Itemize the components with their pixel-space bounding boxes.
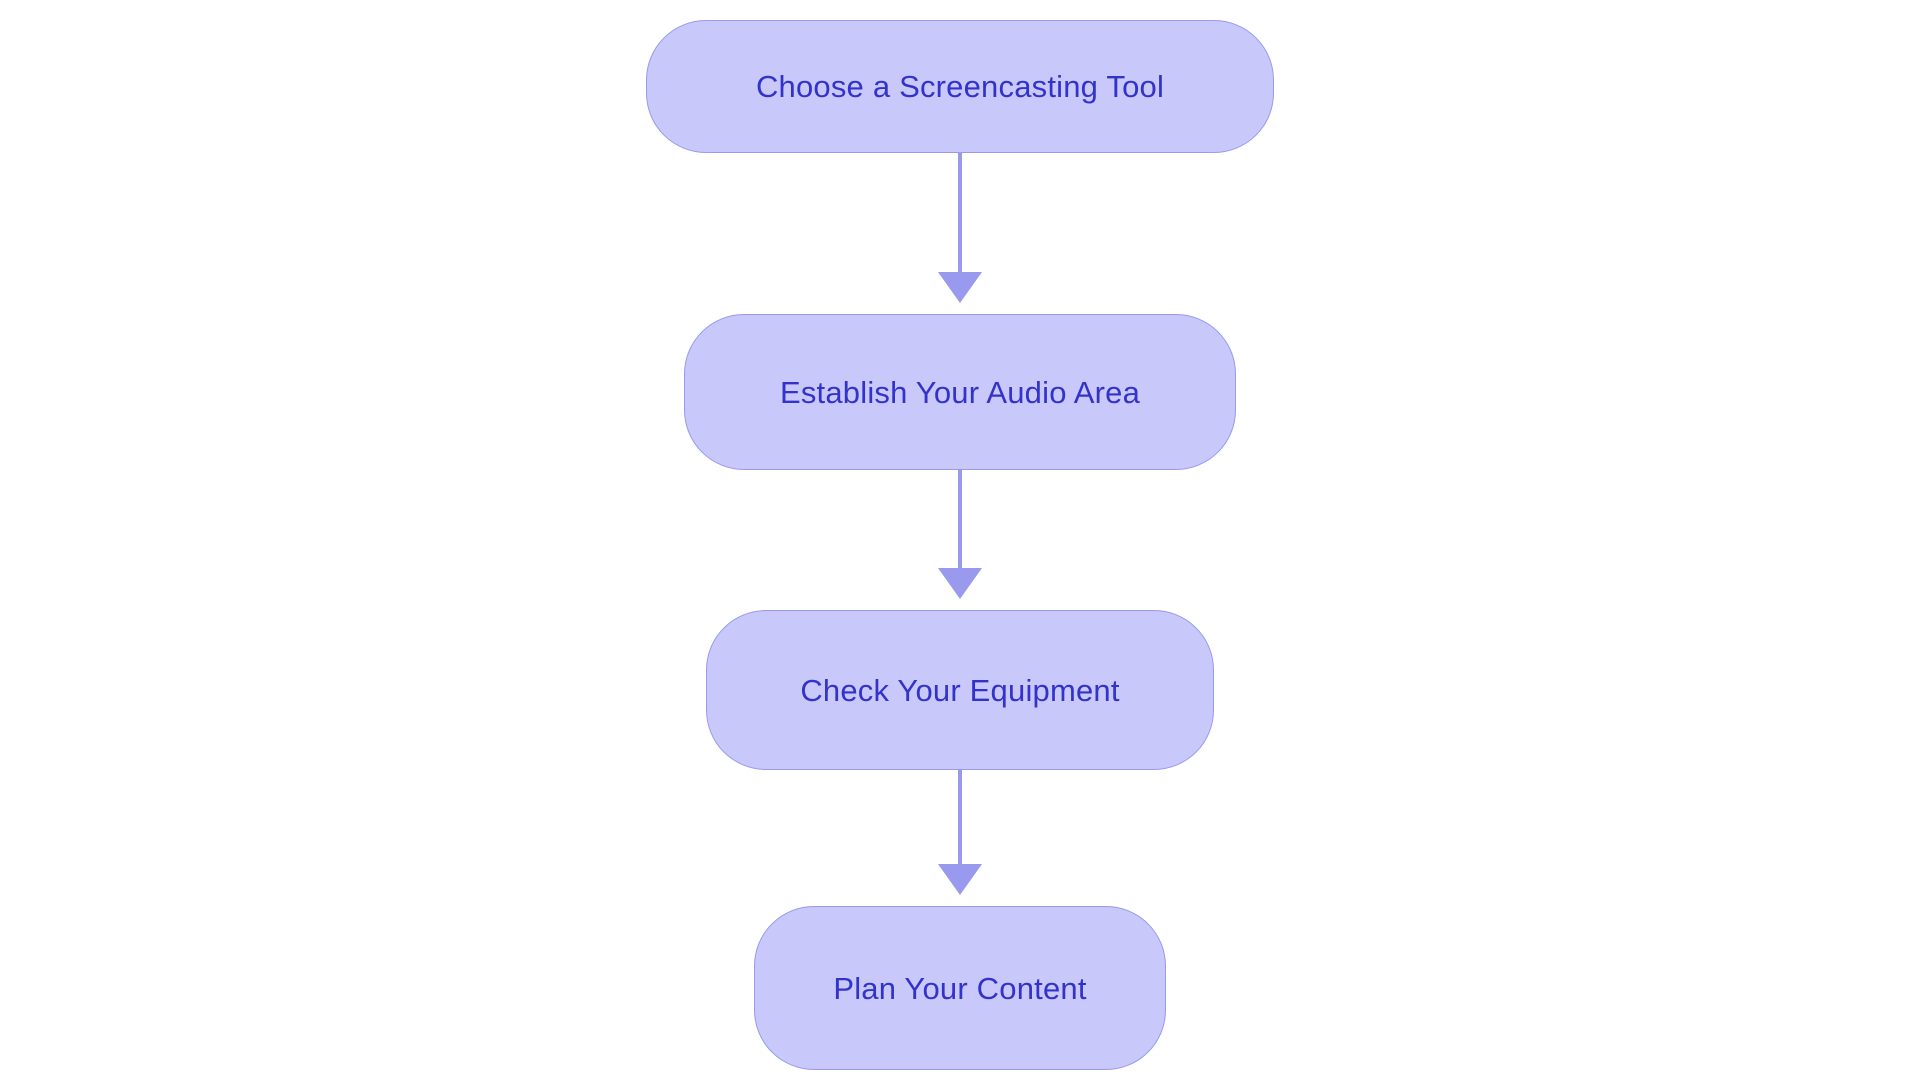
arrowhead-icon bbox=[938, 864, 982, 895]
flow-node-check-your-equipment[interactable]: Check Your Equipment bbox=[706, 610, 1214, 770]
flow-node-label: Choose a Screencasting Tool bbox=[755, 69, 1165, 104]
connector-check-equipment-to-plan-content bbox=[938, 770, 982, 895]
connector-choose-tool-to-establish-audio bbox=[938, 153, 982, 303]
connector-establish-audio-to-check-equipment bbox=[938, 470, 982, 599]
flow-node-label: Establish Your Audio Area bbox=[779, 374, 1141, 410]
arrowhead-icon bbox=[938, 568, 982, 599]
flow-node-choose-a-screencasting-tool[interactable]: Choose a Screencasting Tool bbox=[646, 20, 1274, 153]
flow-node-establish-your-audio-area[interactable]: Establish Your Audio Area bbox=[684, 314, 1236, 470]
flow-node-label: Plan Your Content bbox=[833, 970, 1087, 1006]
flow-node-label: Check Your Equipment bbox=[800, 672, 1120, 708]
flow-node-plan-your-content[interactable]: Plan Your Content bbox=[754, 906, 1166, 1070]
arrowhead-icon bbox=[938, 272, 982, 303]
